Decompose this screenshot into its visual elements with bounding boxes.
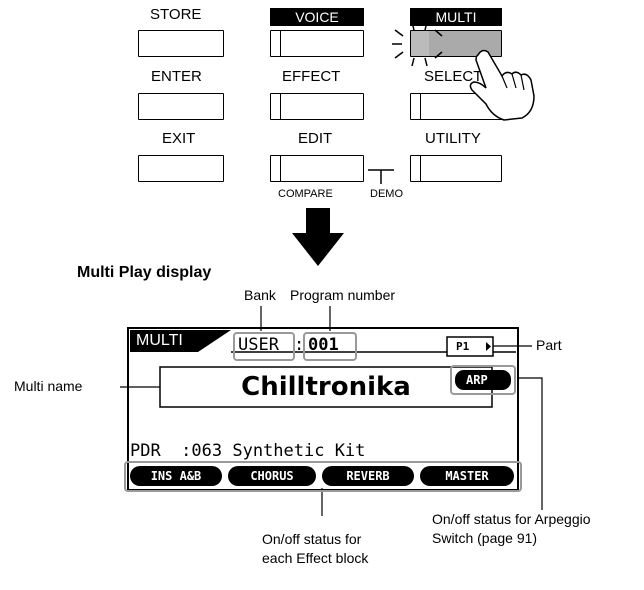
lcd-mode-tab (130, 330, 231, 352)
store-label: STORE (150, 6, 202, 23)
compare-label: COMPARE (278, 188, 333, 200)
effect-callout-line2: each Effect block (262, 550, 369, 566)
voice-led (280, 31, 281, 56)
section-title: Multi Play display (77, 264, 212, 281)
down-arrow-icon (292, 208, 344, 266)
lcd-mode: MULTI (136, 332, 183, 349)
part-box (446, 336, 494, 357)
effect-button[interactable] (270, 93, 364, 120)
program-highlight (303, 332, 357, 361)
effect-led (280, 94, 281, 119)
lcd-program: 001 (308, 335, 339, 355)
exit-button[interactable] (138, 155, 224, 182)
effect-callout-line1: On/off status for (262, 531, 362, 547)
arp-callout-line1: On/off status for Arpeggio (432, 511, 591, 527)
led-light-rays (392, 21, 443, 67)
arp-callout-line2: Switch (page 91) (432, 530, 538, 546)
hand-icon (469, 49, 535, 121)
callout-lines (120, 306, 543, 516)
effect-ins-ab: INS A&B (130, 466, 222, 486)
select-led (420, 94, 421, 119)
lcd-multi-name: Chilltronika (241, 372, 411, 402)
bank-highlight (233, 332, 295, 361)
effect-master: MASTER (420, 466, 514, 486)
edit-label: EDIT (298, 130, 333, 147)
lcd-arp: ARP (466, 373, 488, 387)
lcd-bank: USER (238, 335, 279, 355)
demo-label: DEMO (370, 188, 403, 200)
lcd-separator: : (294, 335, 305, 355)
utility-led (420, 156, 421, 181)
edit-led (280, 156, 281, 181)
enter-label: ENTER (151, 68, 202, 85)
effect-chorus: CHORUS (228, 466, 316, 486)
lcd-part: P1 (456, 340, 470, 353)
voice-label: VOICE (270, 8, 364, 26)
effects-highlight (124, 461, 522, 492)
program-number-callout: Program number (290, 287, 396, 303)
lcd-part-info: PDR :063 Synthetic Kit (130, 441, 366, 461)
edit-button[interactable] (270, 155, 364, 182)
select-label: SELECT (424, 68, 483, 85)
part-callout: Part (536, 337, 562, 353)
effect-label: EFFECT (282, 68, 341, 85)
voice-button[interactable] (270, 30, 364, 57)
effect-reverb: REVERB (322, 466, 414, 486)
store-button[interactable] (138, 30, 224, 57)
exit-label: EXIT (162, 130, 196, 147)
multi-label: MULTI (410, 8, 502, 26)
part-arrow-icon (486, 342, 491, 351)
arp-highlight (450, 365, 516, 395)
bank-callout: Bank (244, 287, 276, 303)
utility-label: UTILITY (425, 130, 481, 147)
enter-button[interactable] (138, 93, 224, 120)
multi-led (411, 31, 429, 56)
arp-pill (455, 370, 511, 390)
multi-name-callout: Multi name (14, 378, 83, 394)
utility-button[interactable] (410, 155, 502, 182)
